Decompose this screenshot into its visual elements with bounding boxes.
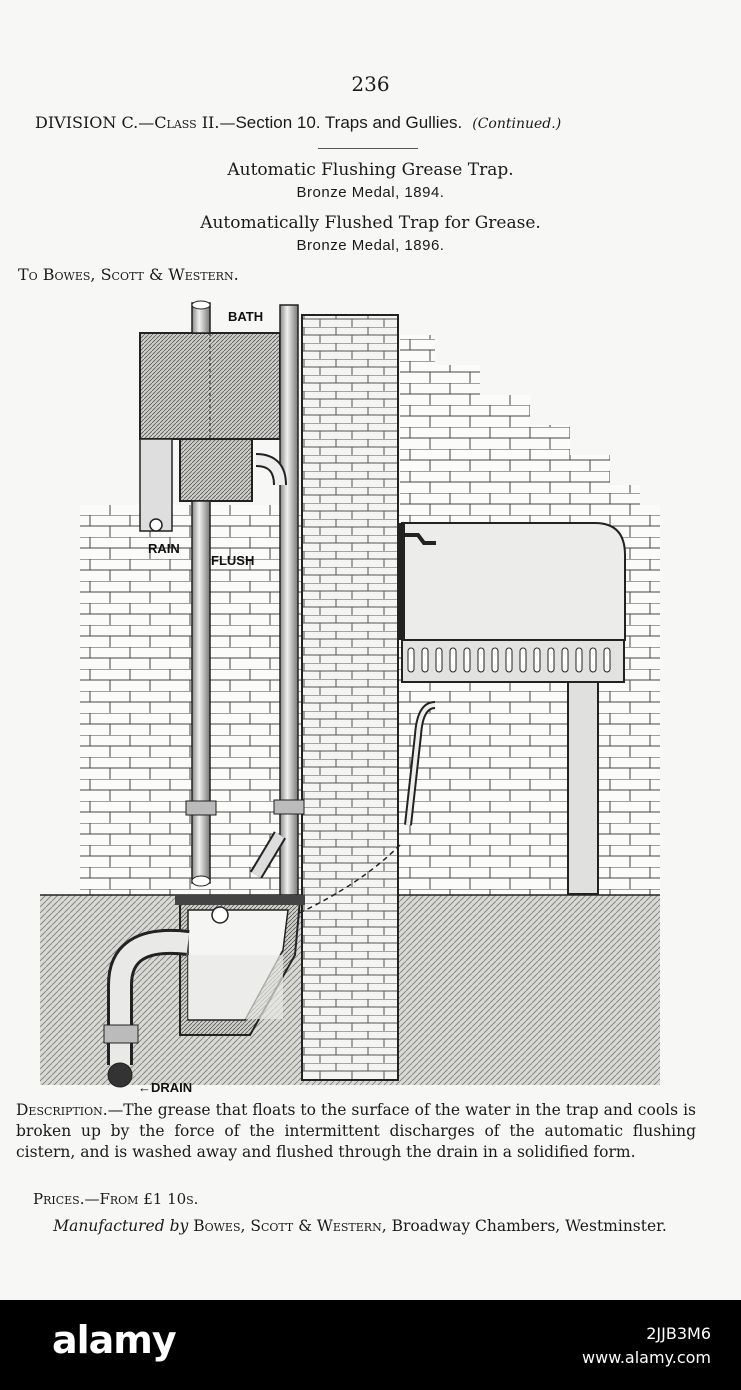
alamy-logo: alamy [52, 1318, 177, 1362]
header-rule [318, 148, 418, 149]
flush-pipe [191, 500, 211, 884]
manufacturer-prefix: Manufactured by [53, 1217, 189, 1235]
description-lead: Description. [16, 1101, 108, 1119]
description-text: —The grease that floats to the surface o… [16, 1101, 696, 1161]
class-label: Class II.— [154, 113, 236, 132]
award-recipient: To Bowes, Scott & Western. [18, 265, 239, 284]
cistern-siphon-box [179, 438, 253, 502]
scullery-sink [401, 522, 626, 641]
section-header: DIVISION C.—Class II.—Section 10. Traps … [35, 113, 695, 133]
image-id: 2JJB3M6 [646, 1324, 711, 1343]
grease-trap-illustration: BATH RAIN FLUSH ←DRAIN [40, 300, 660, 1095]
medal-2: Bronze Medal, 1896. [296, 237, 445, 254]
image-id-block: 2JJB3M6 www.alamy.com [582, 1322, 711, 1370]
trap-grating [175, 895, 305, 905]
manufacturer-name: Bowes, Scott & Western, [193, 1217, 387, 1235]
water-tap [398, 533, 436, 545]
watermark-bar [0, 1300, 741, 1390]
sink-leg [567, 681, 599, 895]
description: Description.—The grease that floats to t… [16, 1100, 696, 1163]
label-bath: BATH [228, 309, 263, 324]
division-label: DIVISION C.— [35, 113, 155, 132]
label-drain: ←DRAIN [138, 1080, 192, 1095]
drain-outlet [107, 1062, 133, 1088]
product-title-1: Automatic Flushing Grease Trap. [227, 160, 514, 180]
product-title-2: Automatically Flushed Trap for Grease. [200, 213, 541, 233]
prices: Prices.—From £1 10s. [33, 1190, 199, 1208]
continued-label: (Continued.) [472, 116, 562, 132]
manufacturer: Manufactured by Bowes, Scott & Western, … [40, 1215, 680, 1237]
wall-section [301, 314, 399, 1081]
book-page: 236 DIVISION C.—Class II.—Section 10. Tr… [16, 72, 696, 1237]
label-flush: FLUSH [211, 553, 254, 568]
rain-inlet [139, 438, 173, 532]
medal-1: Bronze Medal, 1894. [296, 184, 445, 201]
site-url: www.alamy.com [582, 1348, 711, 1367]
page-number: 236 [351, 72, 390, 96]
label-rain: RAIN [148, 541, 180, 556]
section-label: Section 10. Traps and Gullies. [235, 113, 463, 132]
manufacturer-address: Broadway Chambers, Westminster. [391, 1217, 667, 1235]
